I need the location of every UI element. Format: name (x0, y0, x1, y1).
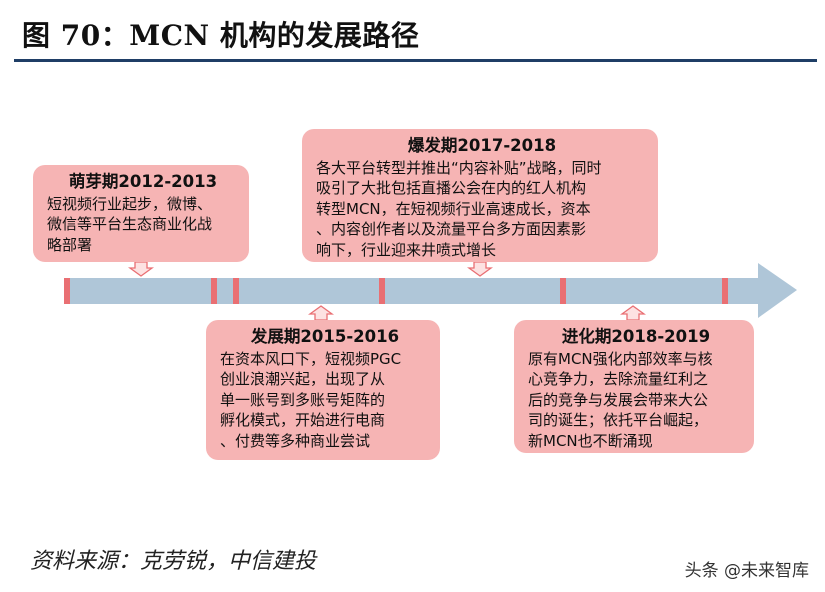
stage-description: 在资本风口下，短视频PGC 创业浪潮兴起，出现了从 单一账号到多账号矩阵的 孵化… (220, 349, 402, 450)
timeline-tick (211, 278, 217, 304)
pointer-down-arrow (467, 261, 493, 277)
pointer-up-arrow (620, 305, 646, 321)
timeline-tick (722, 278, 728, 304)
title-underline (14, 59, 817, 62)
timeline-tick (233, 278, 239, 304)
stage-title: 萌芽期2012-2013 (68, 172, 218, 191)
stage-box-evolution: 进化期2018-2019 原有MCN强化内部效率与核 心竞争力，去除流量红利之 … (514, 320, 754, 453)
timeline-tick (379, 278, 385, 304)
watermark: 头条 @未来智库 (684, 561, 809, 581)
stage-description: 短视频行业起步，微博、 微信等平台生态商业化战 略部署 (47, 194, 213, 254)
stage-title: 爆发期2017-2018 (407, 136, 557, 155)
stage-title: 发展期2015-2016 (250, 327, 400, 346)
timeline-tick (64, 278, 70, 304)
source-note: 资料来源：克劳锐，中信建投 (30, 549, 317, 574)
stage-box-development: 发展期2015-2016 在资本风口下，短视频PGC 创业浪潮兴起，出现了从 单… (206, 320, 440, 460)
pointer-down-arrow (128, 261, 154, 277)
stage-box-sprout: 萌芽期2012-2013 短视频行业起步，微博、 微信等平台生态商业化战 略部署 (33, 165, 249, 262)
timeline-arrow (66, 263, 797, 318)
stage-description: 原有MCN强化内部效率与核 心竞争力，去除流量红利之 后的竞争与发展会带来大公 … (528, 349, 713, 450)
stage-description: 各大平台转型并推出“内容补贴”战略，同时 吸引了大批包括直播公会在内的红人机构 … (316, 158, 602, 259)
figure-title: 图 70：MCN 机构的发展路径 (22, 19, 420, 52)
pointer-up-arrow (308, 305, 334, 321)
stage-title: 进化期2018-2019 (561, 327, 711, 346)
stage-box-explosion: 爆发期2017-2018 各大平台转型并推出“内容补贴”战略，同时 吸引了大批包… (302, 129, 658, 262)
timeline-tick (560, 278, 566, 304)
